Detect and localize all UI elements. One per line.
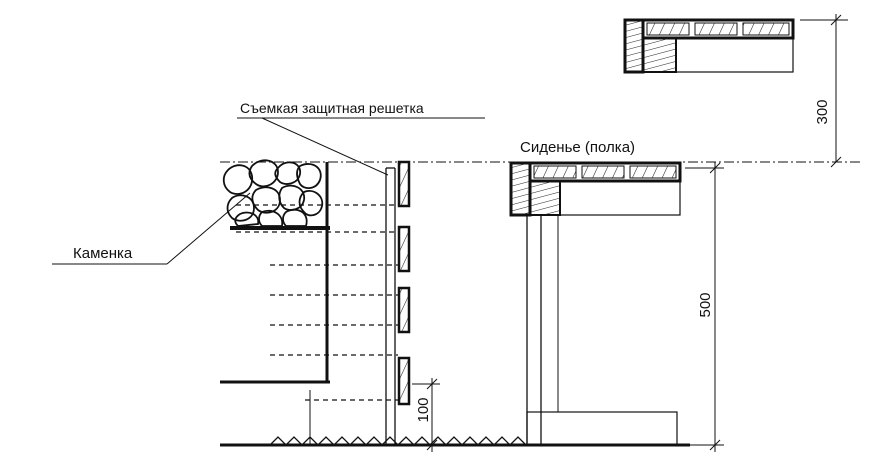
grate-label: Съемкая защитная решетка (240, 100, 424, 116)
dimension-500 (685, 162, 724, 452)
seat-label: Сиденье (полка) (520, 139, 635, 156)
hidden-lines (236, 204, 398, 401)
stove-leader (52, 192, 251, 265)
stove (220, 159, 330, 384)
lower-seat (509, 161, 682, 446)
floor (220, 436, 690, 447)
dimension-300-text: 300 (814, 99, 831, 124)
upper-seat (623, 18, 795, 74)
dimension-100-text: 100 (415, 397, 432, 422)
dimension-300 (800, 14, 848, 168)
grate (385, 160, 411, 445)
grate-leader (237, 117, 485, 176)
dimension-500-text: 500 (697, 292, 714, 317)
stove-label: Каменка (73, 245, 133, 262)
